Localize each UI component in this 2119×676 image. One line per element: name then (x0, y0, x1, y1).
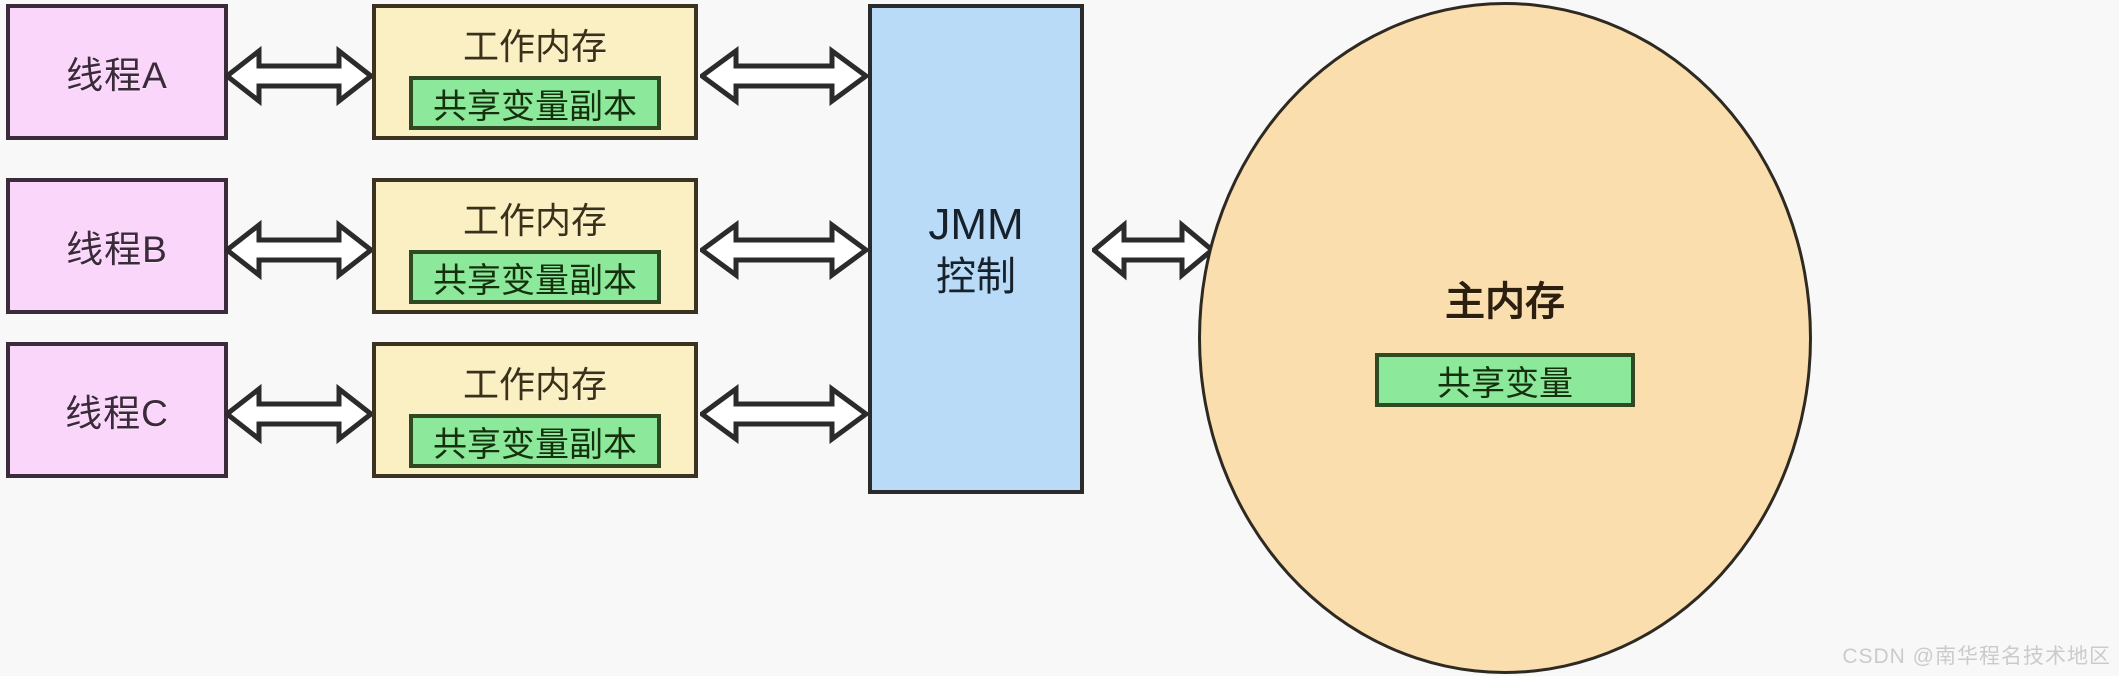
main-memory-title: 主内存 (1445, 280, 1565, 324)
thread-label: 线程C (65, 393, 169, 434)
working-memory-title: 工作内存 (462, 364, 607, 405)
thread-box-c[interactable]: 线程C (6, 342, 228, 478)
thread-label: 线程B (66, 229, 168, 270)
shared-variable-copy-label: 共享变量副本 (433, 261, 637, 300)
arrow-jmm-to-main-memory (1092, 219, 1214, 281)
watermark: CSDN @南华程名技术地区 (1842, 645, 2111, 668)
working-memory-box-b[interactable]: 工作内存 共享变量副本 (372, 178, 698, 314)
working-memory-box-c[interactable]: 工作内存 共享变量副本 (372, 342, 698, 478)
working-memory-title: 工作内存 (462, 26, 607, 67)
shared-variable-copy-label: 共享变量副本 (433, 425, 637, 464)
shared-variable-copy-label: 共享变量副本 (433, 87, 637, 126)
shared-variable-copy-b[interactable]: 共享变量副本 (409, 250, 661, 304)
jmm-label-line1: JMM (928, 199, 1024, 249)
shared-variable-label: 共享变量 (1437, 364, 1573, 403)
shared-variable-copy-a[interactable]: 共享变量副本 (409, 76, 661, 130)
shared-variable-copy-c[interactable]: 共享变量副本 (409, 414, 661, 468)
working-memory-title: 工作内存 (462, 200, 607, 241)
main-memory-ellipse[interactable]: 主内存 共享变量 (1198, 2, 1812, 674)
shared-variable-main[interactable]: 共享变量 (1375, 353, 1635, 407)
thread-box-b[interactable]: 线程B (6, 178, 228, 314)
thread-label: 线程A (66, 55, 168, 96)
arrow-working-memory-b-to-jmm (700, 219, 868, 281)
jmm-control-box[interactable]: JMM 控制 (868, 4, 1084, 494)
arrow-working-memory-a-to-jmm (700, 45, 868, 107)
arrow-working-memory-c-to-jmm (700, 383, 868, 445)
thread-box-a[interactable]: 线程A (6, 4, 228, 140)
arrow-thread-c-to-working-memory (225, 383, 373, 445)
working-memory-box-a[interactable]: 工作内存 共享变量副本 (372, 4, 698, 140)
arrow-thread-b-to-working-memory (225, 219, 373, 281)
arrow-thread-a-to-working-memory (225, 45, 373, 107)
jmm-label-line2: 控制 (936, 254, 1016, 299)
